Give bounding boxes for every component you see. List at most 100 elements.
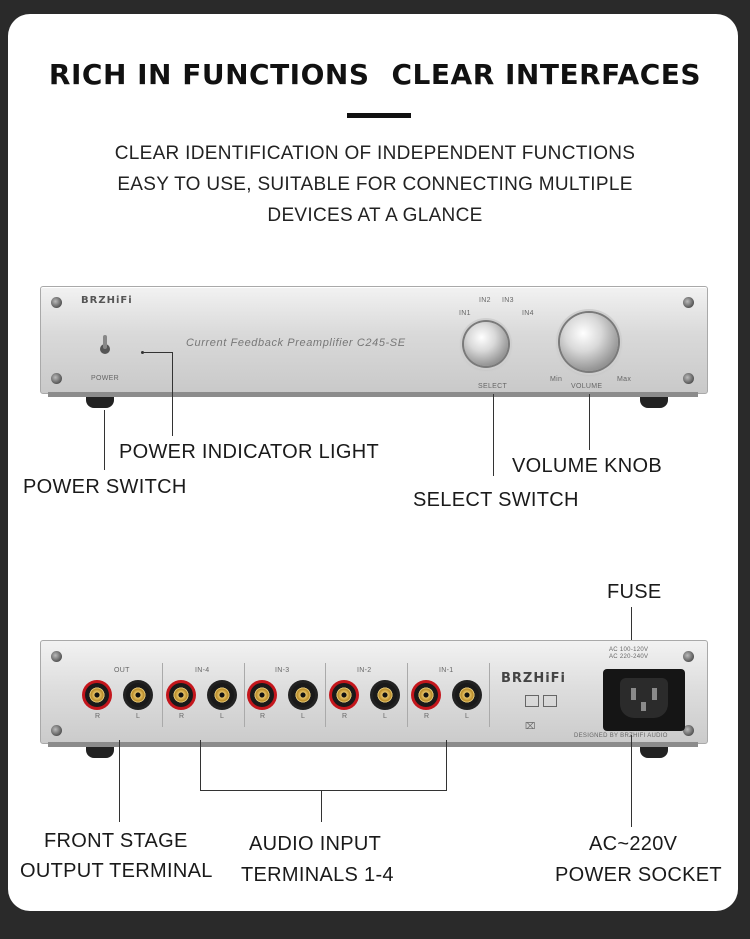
rca-jack-in1-r: [414, 683, 438, 707]
rca-jack-in4-l: [210, 683, 234, 707]
screw-icon: [683, 651, 694, 662]
socket-pin: [652, 688, 657, 700]
channel-l-label: L: [136, 713, 141, 720]
rear-brand-logo: BRZHiFi: [501, 671, 567, 686]
power-switch-label: POWER SWITCH: [23, 476, 187, 498]
rca-jack-in4-r: [169, 683, 193, 707]
foot: [640, 747, 668, 758]
screw-icon: [51, 297, 62, 308]
input-label-2: IN2: [479, 297, 491, 304]
select-switch-callout-line: [493, 394, 494, 476]
voltage-label-1: AC 100-120V: [609, 647, 649, 653]
input-terminals-bracket-bottom: [200, 790, 447, 791]
intro-line: EASY TO USE, SUITABLE FOR CONNECTING MUL…: [117, 174, 633, 195]
front-model-name: Current Feedback Preamplifier C245-SE: [186, 337, 406, 349]
foot: [640, 397, 668, 408]
channel-r-label: R: [424, 713, 430, 720]
screw-icon: [683, 297, 694, 308]
volume-knob-callout-line: [589, 394, 590, 450]
output-terminal-label-2: OUTPUT TERMINAL: [20, 860, 213, 882]
front-panel-image: BRZHiFi Current Feedback Preamplifier C2…: [40, 286, 708, 394]
iec-socket-inner: [620, 678, 668, 718]
recycle-icon: ⌧: [525, 721, 536, 731]
power-socket-label-2: POWER SOCKET: [555, 864, 722, 886]
rca-jack-in2-r: [332, 683, 356, 707]
rca-jack-out-l: [126, 683, 150, 707]
input-label-4: IN4: [522, 310, 534, 317]
rca-jack-out-r: [85, 683, 109, 707]
title-left: RICH IN FUNCTIONS: [48, 58, 370, 91]
group-label-in1: IN-1: [439, 667, 454, 674]
title-right: CLEAR INTERFACES: [391, 58, 702, 91]
volume-min-label: Min: [550, 376, 563, 383]
input-terminals-label-1: AUDIO INPUT: [249, 833, 382, 855]
voltage-label-2: AC 220-240V: [609, 654, 649, 660]
power-indicator-callout-line: [172, 352, 173, 436]
rca-jack-in1-l: [455, 683, 479, 707]
power-indicator-callout-line: [144, 352, 173, 353]
rca-jack-in2-l: [373, 683, 397, 707]
volume-knob: [560, 313, 618, 371]
select-switch-label: SELECT SWITCH: [413, 489, 579, 511]
power-indicator-led: [141, 351, 144, 354]
warning-icon: [543, 695, 557, 707]
power-label: POWER: [91, 375, 119, 382]
power-switch-callout-line: [104, 410, 105, 470]
front-panel-base: [48, 392, 698, 397]
intro-line: CLEAR IDENTIFICATION OF INDEPENDENT FUNC…: [114, 143, 636, 164]
screw-icon: [51, 373, 62, 384]
fuse-label: FUSE: [607, 581, 662, 603]
channel-l-label: L: [301, 713, 306, 720]
content-card: [8, 14, 738, 911]
screw-icon: [683, 725, 694, 736]
screw-icon: [51, 651, 62, 662]
channel-l-label: L: [220, 713, 225, 720]
input-terminals-callout-line: [321, 790, 322, 822]
group-divider: [407, 663, 408, 727]
page-title: RICH IN FUNCTIONS CLEAR INTERFACES: [0, 58, 750, 91]
channel-r-label: R: [342, 713, 348, 720]
group-label-out: OUT: [114, 667, 130, 674]
input-label-1: IN1: [459, 310, 471, 317]
power-switch-base: [100, 344, 110, 354]
screw-icon: [683, 373, 694, 384]
front-brand-logo: BRZHiFi: [81, 295, 133, 306]
channel-r-label: R: [179, 713, 185, 720]
channel-l-label: L: [383, 713, 388, 720]
iec-power-socket: [603, 669, 685, 731]
volume-knob-label: VOLUME KNOB: [512, 455, 662, 477]
channel-r-label: R: [260, 713, 266, 720]
warning-icon: [525, 695, 539, 707]
input-terminals-bracket-left: [200, 740, 201, 790]
title-underline: [347, 113, 411, 118]
output-terminal-label-1: FRONT STAGE: [44, 830, 188, 852]
channel-l-label: L: [465, 713, 470, 720]
group-divider: [325, 663, 326, 727]
power-switch-lever: [103, 335, 107, 349]
select-knob: [464, 322, 508, 366]
intro-line: DEVICES AT A GLANCE: [267, 205, 483, 226]
socket-pin: [641, 702, 646, 711]
rca-jack-in3-r: [250, 683, 274, 707]
rear-panel-image: OUT IN-4 IN-3 IN-2 IN-1 R L R L R L R L …: [40, 640, 708, 744]
fuse-callout-line: [631, 607, 632, 649]
output-terminal-callout-line: [119, 740, 120, 822]
foot: [86, 747, 114, 758]
foot: [86, 397, 114, 408]
group-divider: [489, 663, 490, 727]
volume-max-label: Max: [617, 376, 632, 383]
power-socket-callout-line: [631, 735, 632, 827]
group-divider: [162, 663, 163, 727]
group-divider: [244, 663, 245, 727]
input-terminals-label-2: TERMINALS 1-4: [241, 864, 394, 886]
rca-jack-in3-l: [291, 683, 315, 707]
designed-by-label: DESIGNED BY BRZHIFI AUDIO: [574, 733, 668, 739]
input-terminals-bracket-right: [446, 740, 447, 790]
input-label-3: IN3: [502, 297, 514, 304]
socket-pin: [631, 688, 636, 700]
rear-panel-base: [48, 742, 698, 747]
select-label: SELECT: [478, 383, 508, 390]
group-label-in3: IN-3: [275, 667, 290, 674]
screw-icon: [51, 725, 62, 736]
group-label-in2: IN-2: [357, 667, 372, 674]
